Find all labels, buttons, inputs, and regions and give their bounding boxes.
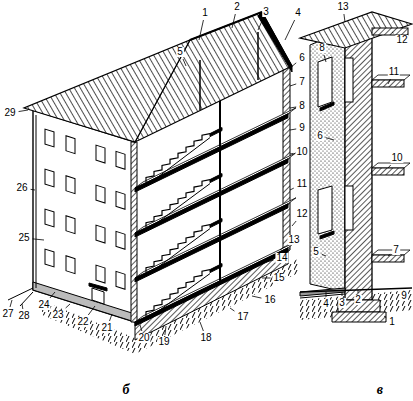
callout-number: 23 [51,310,64,320]
leader-line [140,325,142,331]
callout-number: 1 [388,317,396,327]
callout-number: 5 [176,47,184,57]
leader-line [290,188,294,190]
leader-line [388,254,390,256]
leader-line [252,296,261,298]
leader-line [19,110,28,112]
callout-number: 12 [395,35,408,45]
callout-number: 3 [338,298,346,308]
callout-number: 6 [298,53,306,63]
leader-line [290,129,296,130]
leader-line [322,254,326,256]
callout-number: 7 [298,77,306,87]
leader-line [88,306,95,315]
leader-line [199,20,203,40]
callout-number: 11 [296,179,308,189]
leader-line [258,19,263,30]
leader-lines [10,14,393,335]
leader-line [388,79,391,84]
callout-number: 8 [298,101,306,111]
leader-line [285,20,295,40]
callout-number: 16 [263,295,276,305]
leader-line [384,316,386,318]
leader-line [110,314,113,321]
callout-number: 10 [295,147,308,157]
leader-line [290,84,296,86]
callout-number: 7 [392,245,400,255]
view-letter: б [122,383,131,397]
callout-number: 6 [316,131,324,141]
leader-line [292,221,296,226]
callout-number: 18 [199,333,212,343]
view-letter: в [376,383,384,397]
callout-number: 25 [17,233,30,243]
leader-line [388,165,391,168]
leader-line [290,63,296,68]
callout-number: 28 [17,311,30,321]
leader-line [31,189,35,191]
callout-number: 13 [287,235,300,245]
callout-number: 22 [76,317,89,327]
leader-line [392,32,393,33]
floor-slabs [372,75,410,262]
leader-line [50,292,55,298]
callout-number: 2 [233,2,241,12]
building-cutaway [8,12,300,354]
callout-number: 15 [272,273,285,283]
callout-number: 24 [37,300,50,310]
leader-line [230,308,234,311]
leader-line [324,55,326,62]
leader-line [280,246,285,250]
callout-number: 19 [157,337,170,347]
leader-line [326,292,327,297]
leader-line [22,304,24,309]
wall-section [300,12,412,322]
leader-line [165,326,166,335]
callout-number: 10 [390,153,403,163]
leader-line [290,107,296,108]
callout-number: 1 [201,8,209,18]
leader-line [262,278,270,279]
callout-number: 26 [15,183,28,193]
callout-number: 11 [388,67,400,77]
callout-number: 21 [100,323,113,333]
callout-number: 27 [1,309,14,319]
leader-line [290,153,293,155]
leader-line [10,300,12,307]
callout-number: 17 [236,312,249,322]
leader-line [358,290,359,293]
leader-line [200,322,203,331]
leader-line [66,304,70,308]
callout-number: 8 [318,43,326,53]
leader-line [344,14,345,22]
callout-number: 9 [298,123,306,133]
callout-number: 14 [275,253,288,263]
callout-number: 13 [336,2,349,12]
end-wall-windows [45,129,125,289]
callout-number: 3 [262,7,270,17]
callout-number: 5 [312,247,320,257]
callout-number: 2 [354,295,362,305]
callout-number: 4 [322,299,330,309]
leader-line [326,138,334,140]
leader-line [232,14,235,28]
callout-number: 9 [400,291,408,301]
callout-number: 20 [137,333,150,343]
leader-line [183,59,186,66]
callout-number: 4 [294,8,302,18]
callout-number: 29 [3,108,16,118]
leader-line [342,292,343,296]
leader-line [33,239,44,240]
callout-number: 12 [295,209,308,219]
floors-and-stairs [135,101,296,326]
leader-line [266,260,273,262]
